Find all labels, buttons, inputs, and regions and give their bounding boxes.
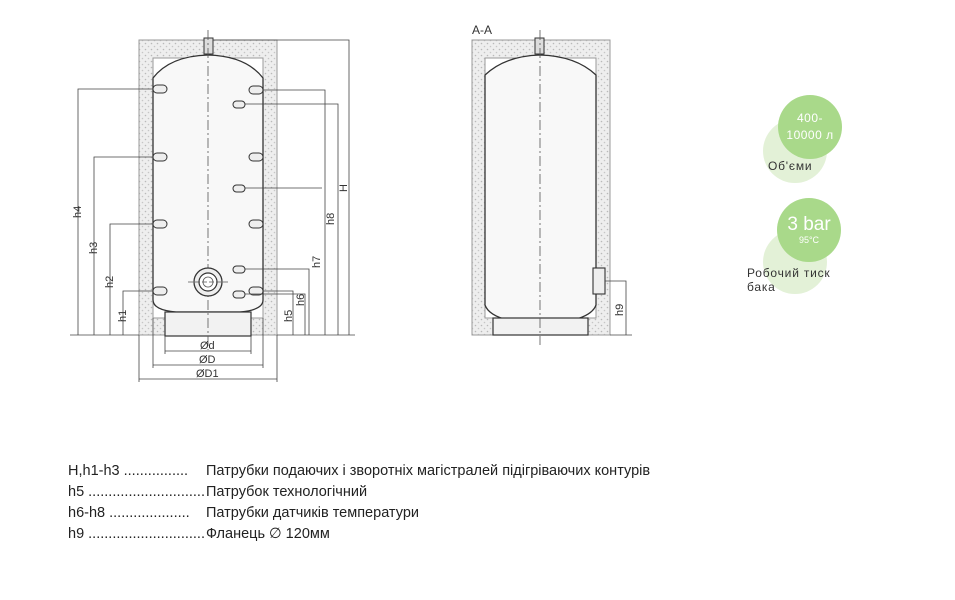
section-top-nozzle bbox=[534, 37, 545, 55]
dim-label-h6: h6 bbox=[295, 294, 307, 306]
volume-badge: 400- 10000 л Об'єми bbox=[760, 95, 850, 185]
legend-key: H,h1-h3 ................ bbox=[68, 462, 189, 479]
section-label: A-A bbox=[472, 23, 492, 37]
flange bbox=[188, 267, 228, 297]
section-view: A-A h9 bbox=[471, 23, 632, 345]
dim-label-D1: ØD1 bbox=[196, 368, 219, 380]
volume-badge-circle: 400- 10000 л bbox=[778, 95, 842, 159]
dim-label-h5: h5 bbox=[283, 310, 295, 322]
legend-desc: Патрубки подаючих і зворотніх магістрале… bbox=[206, 462, 651, 479]
dim-label-d: Ød bbox=[200, 340, 215, 352]
dim-label-h8: h8 bbox=[325, 213, 337, 225]
volume-value: 400- 10000 л bbox=[786, 111, 834, 142]
legend-key: h6-h8 .................... bbox=[68, 504, 190, 521]
dim-label-h3: h3 bbox=[88, 242, 100, 254]
left-dimension-lines bbox=[70, 88, 153, 336]
section-pedestal bbox=[492, 317, 589, 336]
legend: H,h1-h3 ................ Патрубки подаюч… bbox=[68, 460, 650, 544]
legend-row: H,h1-h3 ................ Патрубки подаюч… bbox=[68, 460, 650, 481]
dim-label-h1: h1 bbox=[117, 310, 129, 322]
tank-body-section bbox=[484, 54, 597, 325]
pressure-value: 3 bar bbox=[787, 214, 831, 235]
pressure-badge-circle: 3 bar 95°C bbox=[777, 198, 841, 262]
dim-label-h2: h2 bbox=[104, 276, 116, 288]
right-nozzles bbox=[248, 85, 264, 296]
dim-label-H: H bbox=[338, 184, 350, 192]
diameter-dimension-lines bbox=[138, 318, 278, 382]
legend-desc: Фланець ∅ 120мм bbox=[206, 525, 330, 542]
dim-label-h9: h9 bbox=[614, 304, 626, 316]
dim-label-D: ØD bbox=[199, 354, 216, 366]
legend-row: h9 .............................. Фланец… bbox=[68, 523, 650, 544]
h9-dimension-line bbox=[605, 280, 632, 336]
dim-label-h4: h4 bbox=[72, 206, 84, 218]
pressure-caption: Робочий тиск бака bbox=[747, 266, 831, 294]
legend-desc: Патрубок технологічний bbox=[206, 483, 368, 500]
sensor-sockets bbox=[232, 100, 246, 299]
top-nozzle bbox=[203, 37, 214, 55]
pressure-temp: 95°C bbox=[798, 235, 820, 245]
legend-key: h5 .............................. bbox=[68, 483, 206, 500]
legend-desc: Патрубки датчиків температури bbox=[206, 504, 419, 521]
legend-row: h6-h8 .................... Патрубки датч… bbox=[68, 502, 650, 523]
legend-key: h9 .............................. bbox=[68, 525, 206, 542]
volume-caption: Об'єми bbox=[768, 159, 813, 173]
legend-row: h5 .............................. Патруб… bbox=[68, 481, 650, 502]
front-view: h4 h3 h2 h1 H h8 h7 h6 h5 bbox=[70, 30, 355, 382]
technical-drawing: h4 h3 h2 h1 H h8 h7 h6 h5 bbox=[70, 23, 632, 382]
pressure-badge: 3 bar 95°C Робочий тиск бака bbox=[745, 198, 855, 298]
dim-label-h7: h7 bbox=[311, 256, 323, 268]
section-flange bbox=[592, 267, 606, 295]
right-dimension-lines bbox=[213, 39, 355, 336]
